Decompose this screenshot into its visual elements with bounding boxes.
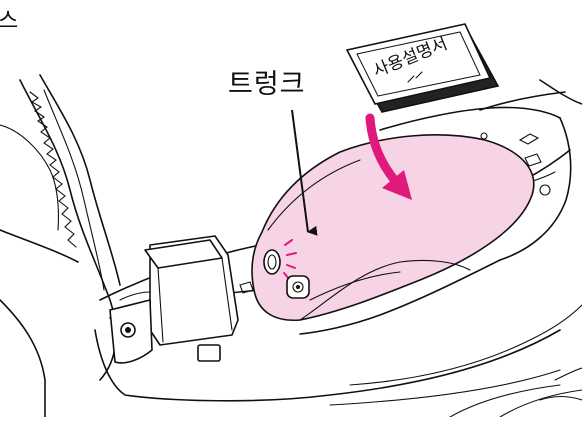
trunk-lock xyxy=(287,276,309,298)
coil-spring xyxy=(30,92,76,247)
scooter-front-panel xyxy=(0,75,120,417)
trunk-label: 트렁크 xyxy=(228,62,306,101)
trunk-light xyxy=(264,250,280,274)
trunk-area xyxy=(252,135,534,320)
manual-booklet: 사용설명서 xyxy=(347,24,498,112)
battery-box xyxy=(110,236,253,363)
label-fragment: 스 xyxy=(0,3,18,35)
